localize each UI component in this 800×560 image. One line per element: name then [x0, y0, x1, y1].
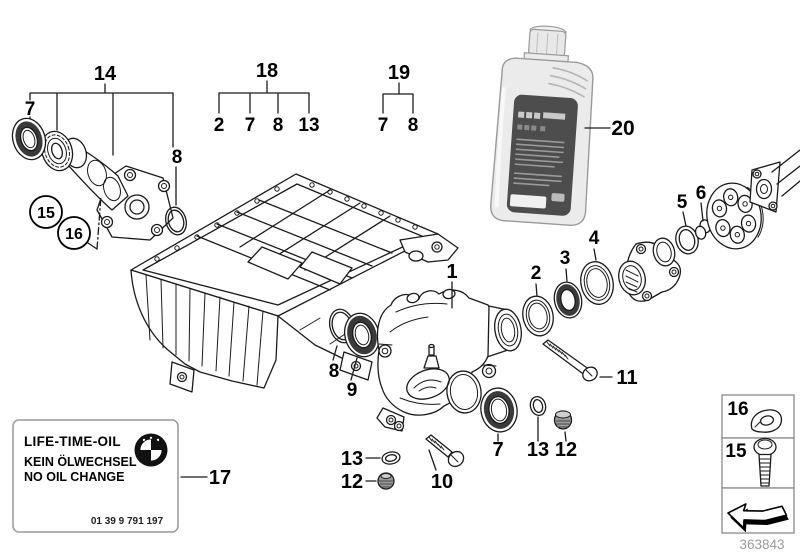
- info-label-title: LIFE-TIME-OIL: [24, 434, 121, 449]
- gasket-drawing: [652, 237, 676, 267]
- info-label-line-en: NO OIL CHANGE: [24, 470, 124, 484]
- oil-bottle-drawing: [490, 25, 594, 227]
- driveshaft-drawing: [749, 149, 800, 213]
- callout-7-output[interactable]: 7: [492, 439, 503, 461]
- callout-12-right[interactable]: 12: [555, 439, 577, 461]
- callout-16[interactable]: 16: [65, 226, 83, 243]
- legend-callout-16[interactable]: 16: [727, 399, 748, 420]
- callout-6[interactable]: 6: [696, 183, 707, 204]
- input-flange-assembly-drawing: 15 16: [11, 117, 187, 250]
- direction-arrow-icon: [727, 503, 789, 533]
- info-label-part-number: 01 39 9 791 197: [91, 516, 164, 527]
- output-seal-3-drawing: [553, 281, 583, 319]
- callout-18-7[interactable]: 7: [245, 115, 256, 136]
- lock-ring-5-drawing: [675, 225, 699, 255]
- oil-pan-drawing: [130, 173, 459, 393]
- group-bracket-19: 19 7 8: [378, 62, 419, 136]
- callout-18-8[interactable]: 8: [273, 115, 284, 136]
- o-ring-8-input-drawing: [165, 206, 187, 236]
- output-seal-4-drawing: [580, 261, 614, 305]
- callout-4[interactable]: 4: [589, 228, 600, 249]
- washer-icon: [750, 409, 783, 433]
- callout-8-diff[interactable]: 8: [329, 361, 340, 382]
- callout-13-left[interactable]: 13: [341, 448, 363, 470]
- callout-11[interactable]: 11: [616, 367, 637, 389]
- callout-5[interactable]: 5: [677, 192, 688, 213]
- doc-number: 363843: [739, 537, 784, 552]
- callout-1[interactable]: 1: [446, 261, 457, 283]
- bolt-11-drawing: [542, 339, 613, 382]
- plug-12-left-drawing: [377, 472, 395, 490]
- callout-20-group: 20: [584, 117, 635, 140]
- info-label-line-de: KEIN ÖLWECHSEL: [24, 454, 137, 469]
- o-ring-13-left-drawing: [381, 451, 401, 465]
- callout-15[interactable]: 15: [37, 205, 55, 222]
- callout-2[interactable]: 2: [531, 263, 542, 284]
- bmw-roundel-icon: [134, 433, 168, 467]
- info-label-box: LIFE-TIME-OIL KEIN ÖLWECHSEL NO OIL CHAN…: [12, 419, 231, 533]
- bolt-icon: [753, 437, 777, 487]
- callout-circle-15[interactable]: [29, 195, 63, 229]
- legend-table: 16 15: [721, 394, 795, 534]
- output-seal-2-drawing: [522, 295, 554, 337]
- flex-disc-drawing: [706, 182, 764, 250]
- callout-3[interactable]: 3: [560, 248, 571, 269]
- callout-13-right[interactable]: 13: [527, 439, 549, 461]
- callout-20[interactable]: 20: [611, 117, 634, 140]
- callout-9[interactable]: 9: [347, 380, 358, 401]
- diff-housing-drawing: [376, 288, 522, 432]
- callout-8-input-oring[interactable]: 8: [172, 147, 183, 168]
- plug-12-right-drawing: [553, 410, 573, 430]
- shaft-seal-7-drawing: [11, 117, 47, 161]
- callout-17[interactable]: 17: [209, 467, 231, 489]
- callout-10[interactable]: 10: [431, 471, 453, 493]
- callout-circle-16[interactable]: [57, 216, 91, 250]
- callout-19-7[interactable]: 7: [378, 115, 389, 136]
- callout-12-left[interactable]: 12: [341, 471, 363, 493]
- callout-18-13[interactable]: 13: [298, 115, 319, 136]
- shaft-seal-9-drawing: [343, 312, 381, 358]
- callout-19-8[interactable]: 8: [408, 115, 419, 136]
- callout-7-input-seal[interactable]: 7: [25, 99, 36, 120]
- o-ring-13-right-drawing: [529, 395, 547, 417]
- callout-18-2[interactable]: 2: [214, 115, 225, 136]
- callout-14[interactable]: 14: [94, 63, 117, 85]
- callout-18[interactable]: 18: [256, 60, 278, 82]
- legend-callout-15[interactable]: 15: [725, 441, 747, 462]
- output-seal-7-drawing: [480, 387, 518, 433]
- bearing-drawing: [40, 130, 74, 172]
- callout-19[interactable]: 19: [388, 62, 410, 84]
- bolt-10-drawing: [425, 434, 465, 471]
- diff-front-opening: [446, 370, 482, 414]
- group-bracket-18: 18 2 7 8 13: [214, 60, 320, 136]
